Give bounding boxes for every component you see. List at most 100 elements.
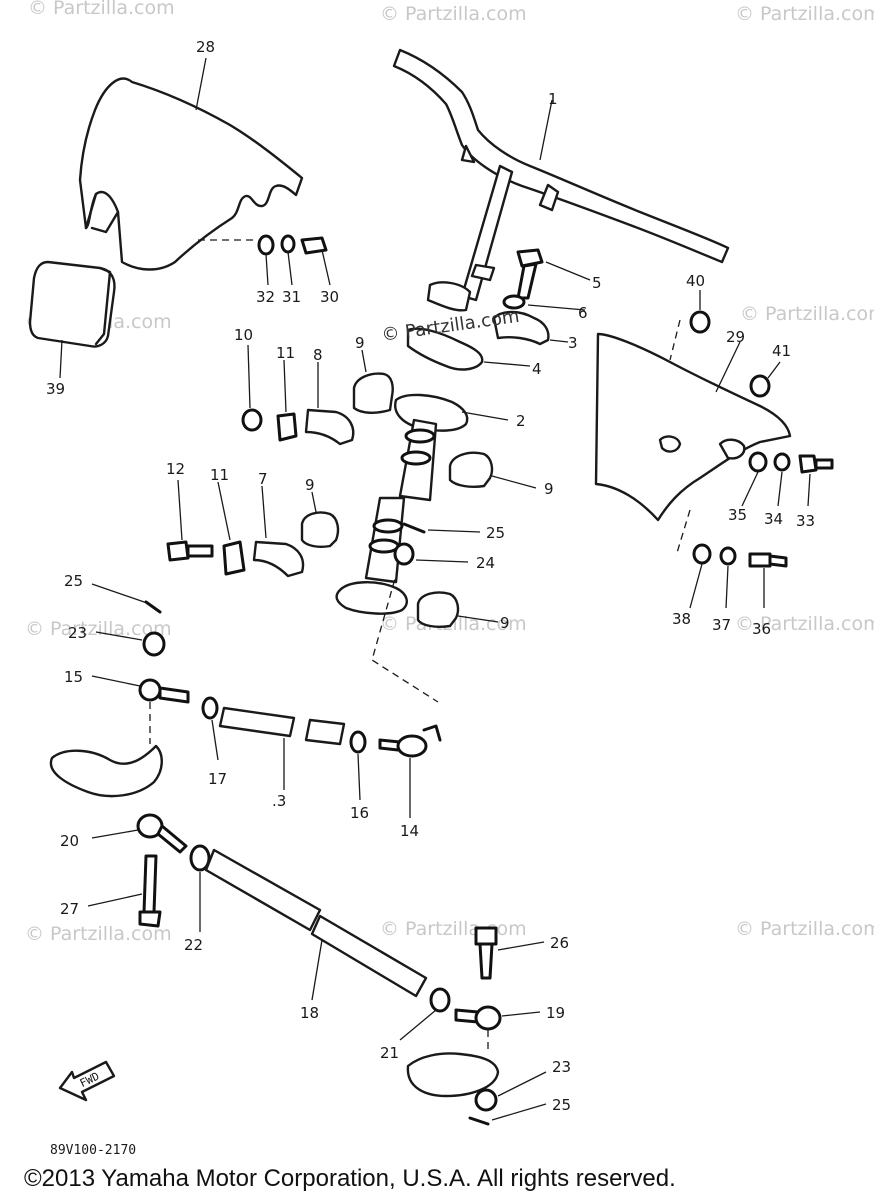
part-14-tie-rod-end: [378, 724, 442, 818]
part-13-rod: [218, 706, 346, 790]
part-1-handlebar: [392, 48, 730, 312]
watermark-top-right: © Partzilla.com: [735, 3, 874, 25]
part-32-31-30-hardware: [257, 234, 331, 286]
callout-4: 4: [532, 360, 542, 378]
callout-35: 35: [728, 506, 747, 524]
callout-9-right: 9: [544, 480, 554, 498]
part-17-locknut: [201, 696, 219, 761]
callout-32: 32: [256, 288, 275, 306]
callout-23-upper: 23: [68, 624, 87, 642]
callout-40: 40: [686, 272, 705, 290]
part-5-bolt: [516, 248, 591, 300]
part-3-clamp: [492, 310, 569, 346]
part-18-rod: [204, 848, 428, 1001]
part-39-pad: [28, 260, 116, 379]
callout-5: 5: [592, 274, 602, 292]
callout-38: 38: [672, 610, 691, 628]
callout-9-middle: 9: [305, 476, 315, 494]
part-40-nut: [689, 290, 711, 334]
callout-labels: 1 2 3 4 5 6 7 8 9 9 9 9 10 11 11 12 .3 1…: [46, 38, 815, 1114]
part-16-locknut: [349, 730, 367, 801]
callout-15: 15: [64, 668, 83, 686]
part-38-37-36-hardware: [689, 543, 788, 609]
copyright-footer: ©2013 Yamaha Motor Corporation, U.S.A. A…: [24, 1165, 676, 1192]
part-27-bolt: [87, 854, 162, 928]
part-2-steering-column-lower: [335, 496, 408, 615]
callout-22: 22: [184, 936, 203, 954]
callout-26: 26: [550, 934, 569, 952]
callout-19: 19: [546, 1004, 565, 1022]
part-9-bushing-top: [352, 349, 394, 414]
watermark-center-2: © Partzilla.com: [380, 613, 527, 635]
part-41-nut: [749, 361, 781, 398]
callout-31: 31: [282, 288, 301, 306]
part-19-tie-rod-end: [454, 1005, 541, 1050]
callout-33: 33: [796, 512, 815, 530]
callout-28: 28: [196, 38, 215, 56]
callout-9-bottom: 9: [500, 614, 510, 632]
watermark-right-3: © Partzilla.com: [735, 918, 874, 940]
part-20-tie-rod-end: [91, 813, 188, 854]
part-9-bushing-middle: [300, 491, 340, 548]
callout-27: 27: [60, 900, 79, 918]
callout-10: 10: [234, 326, 253, 344]
part-25-pin-upper: [402, 522, 481, 534]
part-6-washer: [502, 294, 586, 311]
watermark-center-3: © Partzilla.com: [380, 918, 527, 940]
callout-11-lower: 11: [210, 466, 229, 484]
callout-39: 39: [46, 380, 65, 398]
callout-21: 21: [380, 1044, 399, 1062]
callout-37: 37: [712, 616, 731, 634]
part-24-nut: [371, 542, 469, 703]
part-4-holder: [406, 327, 531, 371]
callout-25-left: 25: [64, 572, 83, 590]
callout-17: 17: [208, 770, 227, 788]
part-35-34-33-hardware: [675, 451, 834, 557]
watermark-right-2: © Partzilla.com: [735, 613, 874, 635]
part-11-clip-upper: [276, 359, 298, 442]
part-25-pin-lower: [468, 1103, 547, 1126]
callout-23-lower: 23: [552, 1058, 571, 1076]
callout-6: 6: [578, 304, 588, 322]
part-23-nut-upper: [95, 631, 166, 657]
watermark-left-2: © Partzilla.com: [25, 618, 172, 640]
callout-34: 34: [764, 510, 783, 528]
callout-11-upper: 11: [276, 344, 295, 362]
drawing-code: 89V100-2170: [50, 1143, 136, 1158]
callout-2: 2: [516, 412, 526, 430]
fwd-arrow: FWD: [58, 1060, 116, 1102]
part-2-steering-column: [394, 393, 509, 502]
part-25-pin-left: [91, 583, 162, 614]
part-12-bolt: [166, 479, 214, 562]
part-23-nut-lower: [474, 1071, 547, 1112]
callout-14: 14: [400, 822, 419, 840]
watermark-top-left: © Partzilla.com: [28, 0, 175, 19]
callout-29: 29: [726, 328, 745, 346]
part-10-nut: [241, 344, 263, 432]
part-29-bracket: [594, 319, 792, 522]
right-knuckle: [406, 1052, 500, 1098]
callout-7: 7: [258, 470, 268, 488]
callout-8: 8: [313, 346, 323, 364]
part-21-locknut: [399, 987, 451, 1041]
callout-13: .3: [272, 792, 286, 810]
callout-1: 1: [548, 90, 558, 108]
callout-25-lower: 25: [552, 1096, 571, 1114]
part-7-bracket: [252, 485, 305, 578]
part-8-bracket: [304, 362, 355, 446]
callout-36: 36: [752, 620, 771, 638]
callout-20: 20: [60, 832, 79, 850]
watermark-top-center: © Partzilla.com: [380, 3, 527, 25]
part-9-bushing-right: [448, 451, 537, 489]
callout-30: 30: [320, 288, 339, 306]
part-9-bushing-bottom: [416, 591, 499, 628]
part-26-bolt: [474, 926, 545, 980]
part-15-tie-rod-end: [91, 675, 190, 704]
part-22-locknut: [189, 844, 211, 932]
callout-3: 3: [568, 334, 578, 352]
watermark-left-3: © Partzilla.com: [25, 923, 172, 945]
callout-25-upper: 25: [486, 524, 505, 542]
callout-18: 18: [300, 1004, 319, 1022]
